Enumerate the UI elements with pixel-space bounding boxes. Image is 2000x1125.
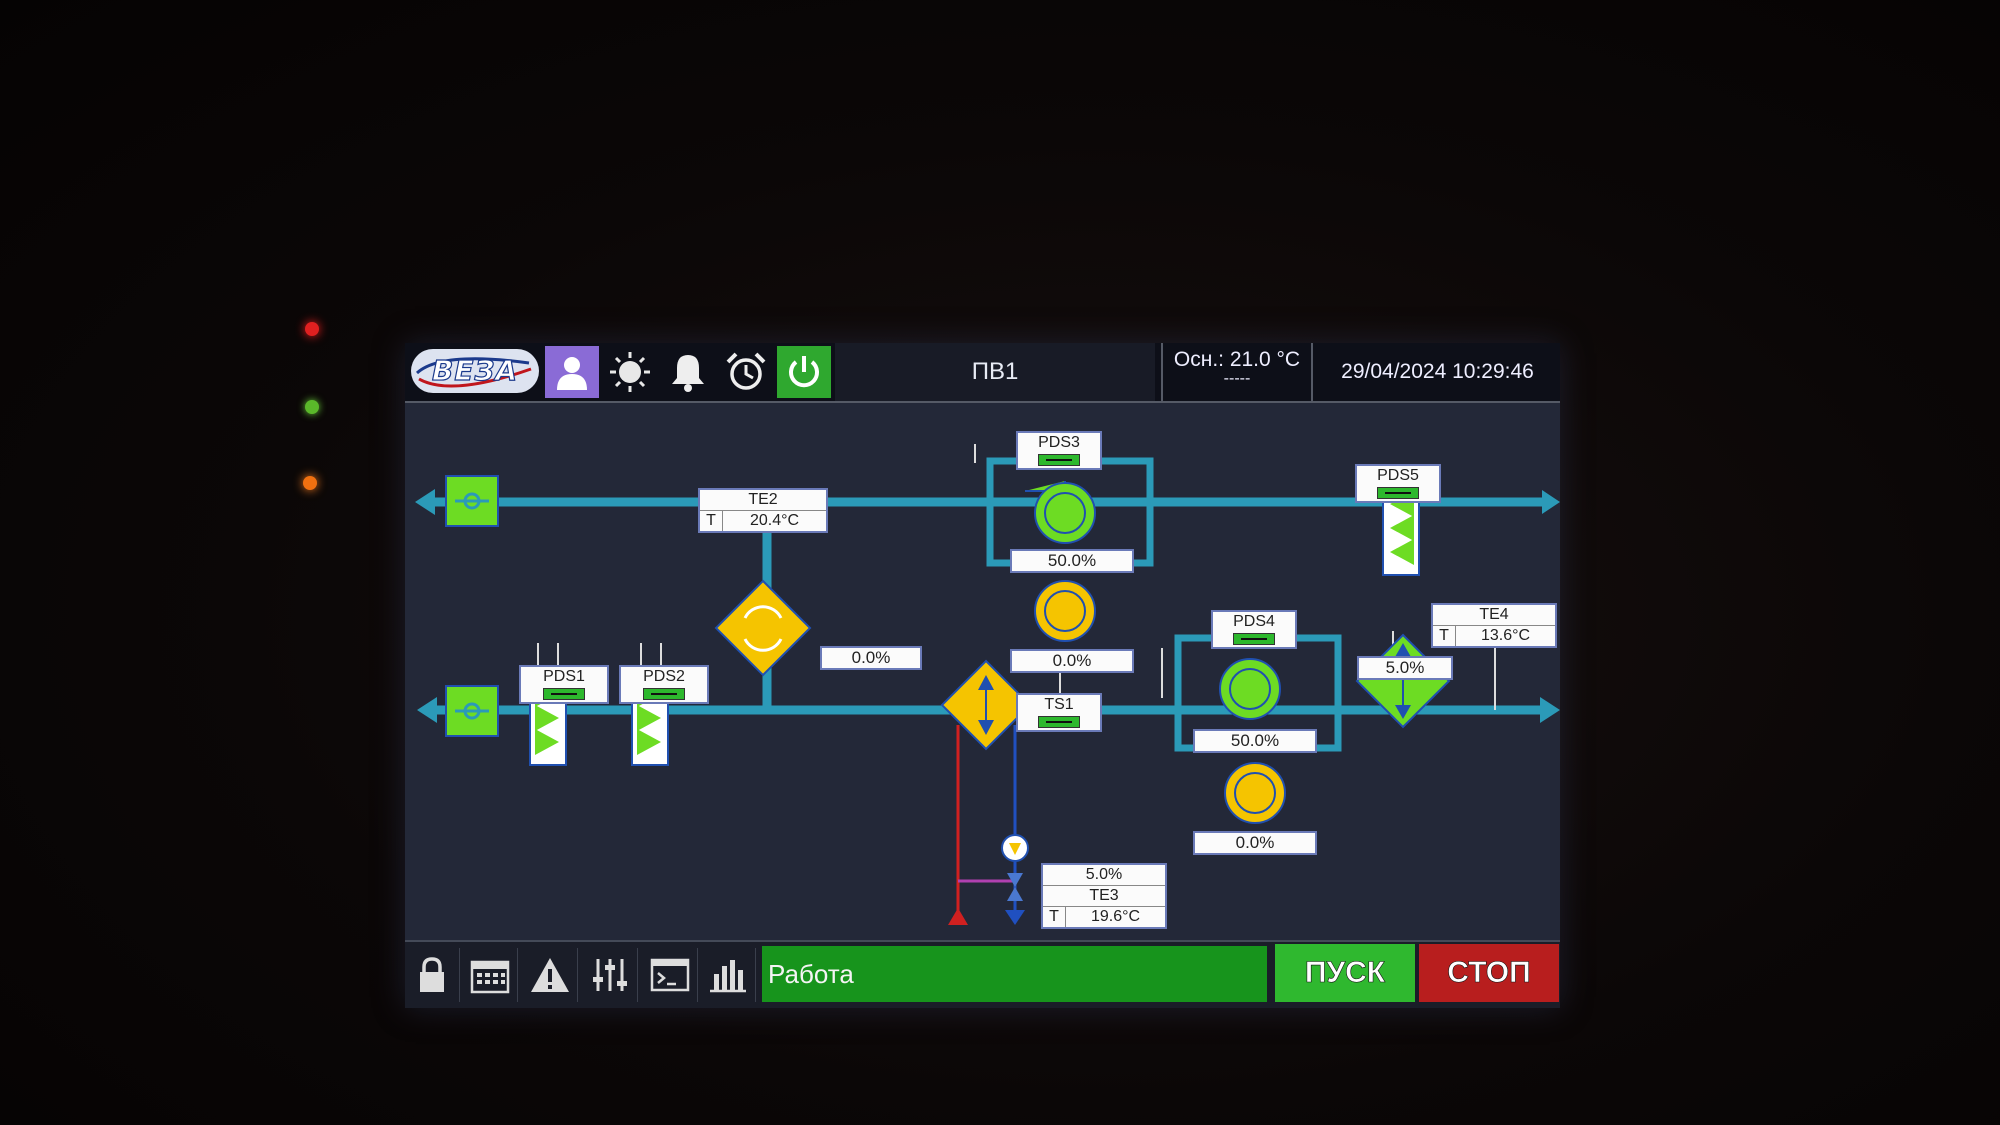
stop-button[interactable]: СТОП	[1419, 944, 1559, 1002]
heater-coil[interactable]	[940, 659, 1032, 751]
bottom-bar: Работа ПУСК СТОП	[405, 940, 1560, 1008]
supply-fan1-pct: 50.0%	[1193, 729, 1317, 753]
pds3-label[interactable]: PDS3	[1016, 431, 1102, 470]
top-bar: ВЕЗА	[405, 343, 1560, 403]
ts1-label[interactable]: TS1	[1016, 693, 1102, 732]
alarms-button[interactable]	[523, 948, 578, 1002]
exhaust-damper[interactable]	[445, 475, 499, 527]
heater-valve-pct: 5.0%	[1085, 866, 1123, 883]
te4-name: TE4	[1479, 606, 1509, 623]
sun-button[interactable]	[603, 346, 657, 398]
ts1-switch-icon	[1038, 716, 1080, 728]
supply-fan2-pct: 0.0%	[1193, 831, 1317, 855]
calendar-button[interactable]	[463, 948, 518, 1002]
pds4-label[interactable]: PDS4	[1211, 610, 1297, 649]
logo-text: ВЕЗА	[431, 353, 519, 387]
pds1-name: PDS1	[543, 668, 585, 685]
te2-name: TE2	[748, 491, 778, 508]
te4-label[interactable]: TE4 T 13.6°C	[1431, 603, 1557, 648]
veza-logo[interactable]: ВЕЗА	[411, 349, 539, 393]
notifications-button[interactable]	[661, 346, 715, 398]
bar-chart-icon	[710, 960, 746, 993]
unit-title: ПВ1	[835, 343, 1155, 401]
exhaust-inlet-arrow	[1542, 490, 1560, 514]
status-bar: Работа	[762, 946, 1267, 1002]
power-button[interactable]	[777, 346, 831, 398]
supply-damper[interactable]	[445, 685, 499, 737]
water-piping	[948, 725, 1029, 925]
pds2-label[interactable]: PDS2	[619, 665, 709, 704]
user-button[interactable]	[545, 346, 599, 398]
exhaust-fan2-pct: 0.0%	[1010, 649, 1134, 673]
bell-icon	[672, 355, 704, 392]
lock-icon	[420, 957, 444, 992]
te4-unit: T	[1433, 626, 1456, 646]
te2-label[interactable]: TE2 T 20.4°C	[698, 488, 828, 533]
sun-icon	[610, 352, 650, 392]
pds3-name: PDS3	[1038, 434, 1080, 451]
alarm-clock-icon	[726, 352, 766, 390]
te2-unit: T	[700, 511, 723, 531]
pds5-name: PDS5	[1377, 467, 1419, 484]
red-led	[305, 322, 319, 336]
start-button[interactable]: ПУСК	[1275, 944, 1415, 1002]
outdoor-temp-sub: -----	[1223, 370, 1251, 387]
ts1-name: TS1	[1044, 696, 1074, 713]
pds1-label[interactable]: PDS1	[519, 665, 609, 704]
te3-unit: T	[1043, 907, 1066, 927]
exhaust-fan-2[interactable]	[1034, 580, 1096, 642]
terminal-button[interactable]	[643, 948, 698, 1002]
terminal-icon	[650, 958, 690, 992]
heat-recovery-pct: 0.0%	[820, 646, 922, 670]
cooler-pct: 5.0%	[1357, 656, 1453, 680]
lock-button[interactable]	[405, 948, 460, 1002]
orange-led	[303, 476, 317, 490]
datetime: 29/04/2024 10:29:46	[1311, 343, 1560, 401]
green-led	[305, 400, 319, 414]
pds5-label[interactable]: PDS5	[1355, 464, 1441, 503]
pds3-switch-icon	[1038, 454, 1080, 466]
exhaust-fan1-pct: 50.0%	[1010, 549, 1134, 573]
power-icon	[789, 356, 819, 388]
exhaust-outlet-arrow	[415, 489, 435, 515]
te4-value: 13.6°C	[1480, 627, 1531, 644]
te2-value: 20.4°C	[749, 512, 800, 529]
pds2-switch-icon	[643, 688, 685, 700]
supply-inlet-arrow	[417, 697, 437, 723]
settings-button[interactable]	[583, 948, 638, 1002]
supply-fan-1[interactable]	[1219, 658, 1281, 720]
exhaust-fan-1[interactable]	[1025, 481, 1096, 544]
te3-value: 19.6°C	[1090, 908, 1141, 925]
supply-fan-2[interactable]	[1224, 762, 1286, 824]
hmi-screen: ВЕЗА	[405, 343, 1560, 1008]
warning-icon	[531, 958, 569, 992]
pds5-switch-icon	[1377, 487, 1419, 499]
pds4-name: PDS4	[1233, 613, 1275, 630]
heat-recovery-rotor[interactable]	[714, 579, 812, 677]
te3-label[interactable]: 5.0% TE3 T 19.6°C	[1041, 863, 1167, 929]
outdoor-temp: Осн.: 21.0 °C	[1173, 348, 1301, 371]
outdoor-temp-box: Осн.: 21.0 °C -----	[1161, 343, 1311, 401]
supply-outlet-arrow	[1540, 697, 1560, 723]
trends-button[interactable]	[701, 948, 756, 1002]
user-icon	[557, 357, 587, 390]
calendar-icon	[470, 960, 510, 994]
sliders-icon	[593, 959, 627, 991]
pds4-switch-icon	[1233, 633, 1275, 645]
pds1-switch-icon	[543, 688, 585, 700]
pds2-name: PDS2	[643, 668, 685, 685]
alarm-clock-button[interactable]	[719, 346, 773, 398]
te3-name: TE3	[1043, 885, 1165, 906]
